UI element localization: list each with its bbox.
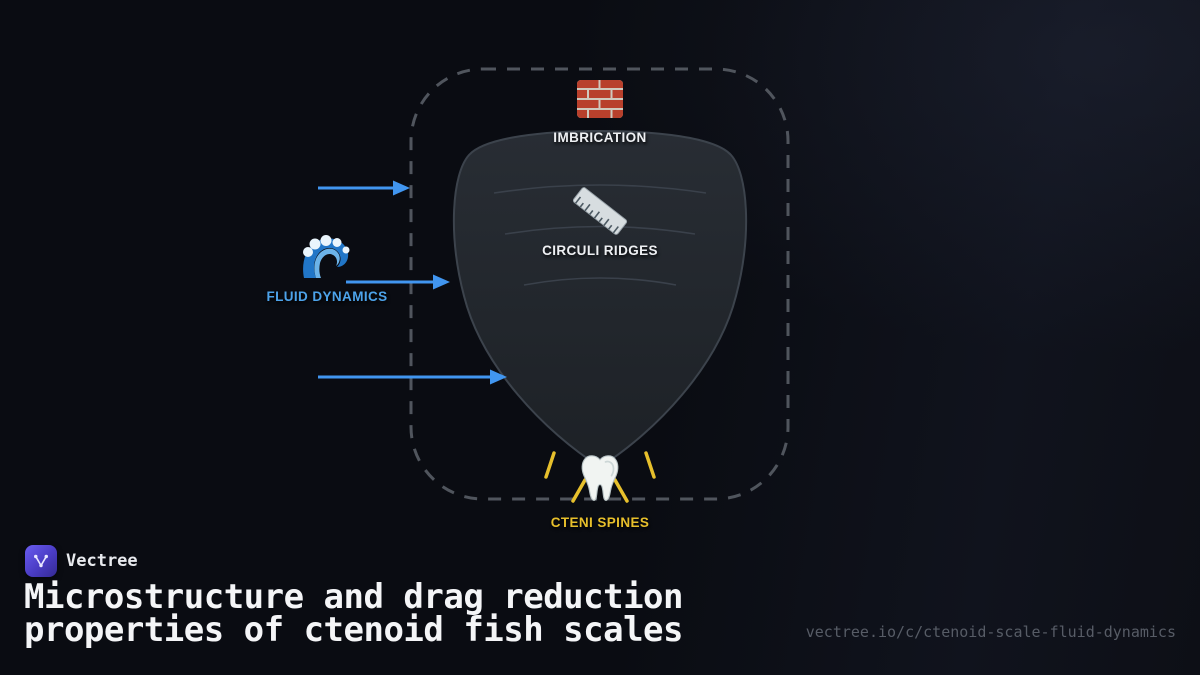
footer-url: vectree.io/c/ctenoid-scale-fluid-dynamic…	[805, 623, 1176, 641]
page-title-line2: properties of ctenoid fish scales	[24, 610, 684, 650]
brick-wall-icon	[577, 80, 623, 118]
page-title: Microstructure and drag reduction proper…	[24, 577, 684, 650]
cteni-emphasis-marks	[544, 451, 656, 503]
circuli-ridges-label: CIRCULI RIDGES	[542, 243, 658, 258]
dashed-boundary	[409, 67, 790, 501]
brand-name: Vectree	[66, 551, 138, 571]
fish-scale-shape	[452, 129, 748, 469]
imbrication-label: IMBRICATION	[553, 130, 647, 145]
fluid-dynamics-label: FLUID DYNAMICS	[266, 289, 388, 304]
tooth-icon	[581, 455, 619, 501]
cteni-spines-label: CTENI SPINES	[550, 515, 650, 530]
flow-arrow	[318, 180, 410, 196]
vectree-logo-glyph	[34, 554, 48, 568]
water-wave-icon	[303, 235, 350, 278]
flow-arrows	[318, 180, 507, 385]
vectree-logo-icon	[25, 545, 57, 577]
flow-arrow	[318, 369, 507, 385]
circuli-ridge-lines	[493, 184, 707, 286]
flow-arrow	[346, 274, 450, 290]
page-title-line1: Microstructure and drag reduction	[24, 577, 684, 617]
ruler-icon	[572, 187, 628, 235]
